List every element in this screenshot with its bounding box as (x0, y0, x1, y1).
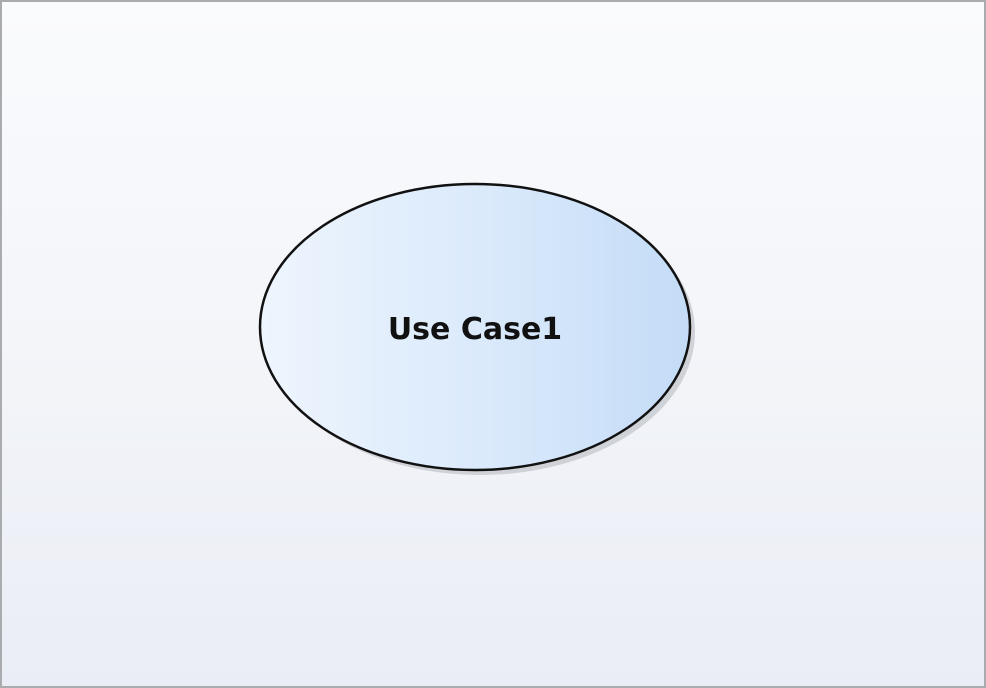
use-case-ellipse[interactable] (258, 182, 692, 472)
use-case-label: Use Case1 (388, 312, 562, 347)
use-case-element[interactable]: Use Case1 (258, 182, 695, 475)
